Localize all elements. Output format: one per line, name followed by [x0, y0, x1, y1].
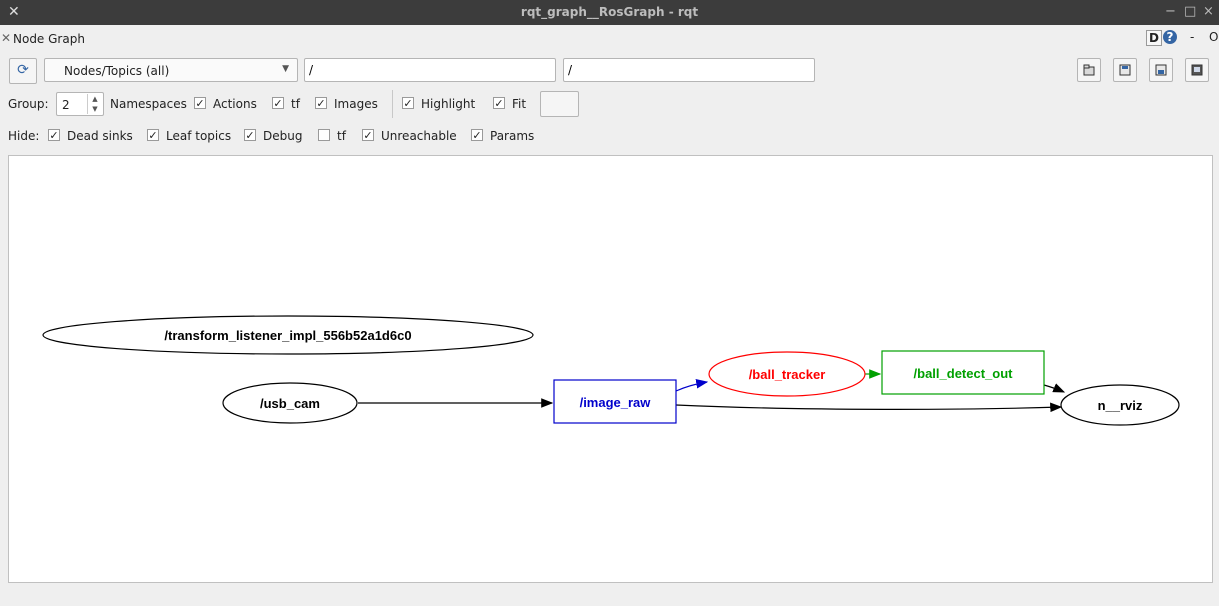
debug-label: Debug	[263, 129, 303, 143]
fit-checkbox[interactable]: ✓	[493, 97, 505, 110]
window-titlebar: ✕ rqt_graph__RosGraph - rqt − □ ×	[0, 0, 1219, 25]
tools-icon: ✕	[1, 31, 12, 45]
plugin-minimize-button[interactable]: -	[1190, 30, 1195, 44]
images-checkbox[interactable]: ✓	[315, 97, 327, 110]
dead-sinks-label: Dead sinks	[67, 129, 133, 143]
actions-checkbox[interactable]: ✓	[272, 97, 284, 110]
tf-label: tf	[291, 97, 300, 111]
graph-topic-ball-detect-out[interactable]: /ball_detect_out	[881, 350, 1045, 395]
edge-image-raw-to-rviz	[675, 402, 1063, 413]
node-filter-input[interactable]	[304, 58, 556, 82]
toolbar-separator	[392, 90, 393, 118]
edge-image-raw-to-ball-tracker	[675, 379, 709, 392]
image-icon	[1191, 64, 1203, 76]
plugin-close-button[interactable]: O	[1209, 30, 1219, 44]
namespaces-label: Namespaces	[110, 97, 187, 111]
graph-canvas[interactable]: /transform_listener_impl_556b52a1d6c0 /u…	[8, 155, 1213, 583]
graph-svg: /transform_listener_impl_556b52a1d6c0 /u…	[42, 315, 1180, 426]
unreachable-label: Unreachable	[381, 129, 457, 143]
highlight-checkbox[interactable]: ✓	[402, 97, 414, 110]
save-dot-icon	[1119, 64, 1131, 76]
save-svg-button[interactable]	[1149, 58, 1173, 82]
fit-label: Fit	[512, 97, 527, 111]
debug-checkbox[interactable]: ✓	[244, 129, 256, 142]
folder-icon	[1083, 64, 1095, 76]
load-dot-button[interactable]	[1077, 58, 1101, 82]
unreachable-checkbox[interactable]: ✓	[362, 129, 374, 142]
save-dot-button[interactable]	[1113, 58, 1137, 82]
window-title: rqt_graph__RosGraph - rqt	[520, 5, 699, 19]
plugin-header: ✕ Node Graph D ? - O	[0, 27, 1219, 51]
ball-detect-out-label: /ball_detect_out	[914, 366, 1014, 381]
namespaces-checkbox[interactable]: ✓	[194, 97, 206, 110]
params-label: Params	[490, 129, 535, 143]
ball-tracker-label: /ball_tracker	[749, 367, 826, 382]
graph-node-transform-listener[interactable]: /transform_listener_impl_556b52a1d6c0	[42, 315, 534, 355]
hide-label: Hide:	[8, 129, 40, 143]
chevron-down-icon: ▼	[282, 64, 289, 74]
edge-ball-detect-out-to-rviz	[1043, 383, 1066, 393]
graph-node-rviz[interactable]: n__rviz	[1060, 384, 1180, 426]
refresh-icon: ⟳	[17, 62, 29, 78]
hide-tf-checkbox[interactable]	[318, 129, 330, 141]
image-raw-label: /image_raw	[580, 395, 652, 410]
group-value: 2	[62, 98, 70, 112]
dock-button[interactable]: D	[1146, 30, 1162, 46]
transform-listener-label: /transform_listener_impl_556b52a1d6c0	[164, 328, 411, 343]
actions-label: Actions	[213, 97, 257, 111]
spin-arrows-icon[interactable]: ▲▼	[87, 94, 102, 114]
leaf-topics-checkbox[interactable]: ✓	[147, 129, 159, 142]
images-label: Images	[334, 97, 378, 111]
highlight-label: Highlight	[421, 97, 476, 111]
window-minimize-button[interactable]: −	[1165, 4, 1176, 19]
plugin-title: Node Graph	[13, 32, 85, 46]
help-icon[interactable]: ?	[1163, 30, 1177, 44]
rviz-label: n__rviz	[1098, 398, 1143, 413]
save-image-button[interactable]	[1185, 58, 1209, 82]
leaf-topics-label: Leaf topics	[166, 129, 232, 143]
group-label: Group:	[8, 97, 49, 111]
usb-cam-label: /usb_cam	[260, 396, 320, 411]
window-maximize-button[interactable]: □	[1184, 4, 1197, 19]
window-close-button[interactable]: ×	[1203, 4, 1214, 19]
view-mode-select[interactable]: Nodes/Topics (all) ▼	[44, 58, 298, 82]
dead-sinks-checkbox[interactable]: ✓	[48, 129, 60, 142]
hide-tf-label: tf	[337, 129, 346, 143]
graph-node-ball-tracker[interactable]: /ball_tracker	[708, 351, 866, 397]
view-mode-value: Nodes/Topics (all)	[64, 64, 170, 78]
topic-filter-input[interactable]	[563, 58, 815, 82]
save-svg-icon	[1155, 64, 1167, 76]
group-spinbox[interactable]: 2 ▲▼	[56, 92, 104, 116]
params-checkbox[interactable]: ✓	[471, 129, 483, 142]
graph-node-usb-cam[interactable]: /usb_cam	[222, 382, 358, 424]
fit-in-view-button[interactable]	[540, 91, 579, 117]
tools-icon: ✕	[8, 4, 20, 20]
refresh-button[interactable]: ⟳	[9, 58, 37, 84]
graph-topic-image-raw[interactable]: /image_raw	[553, 379, 677, 424]
